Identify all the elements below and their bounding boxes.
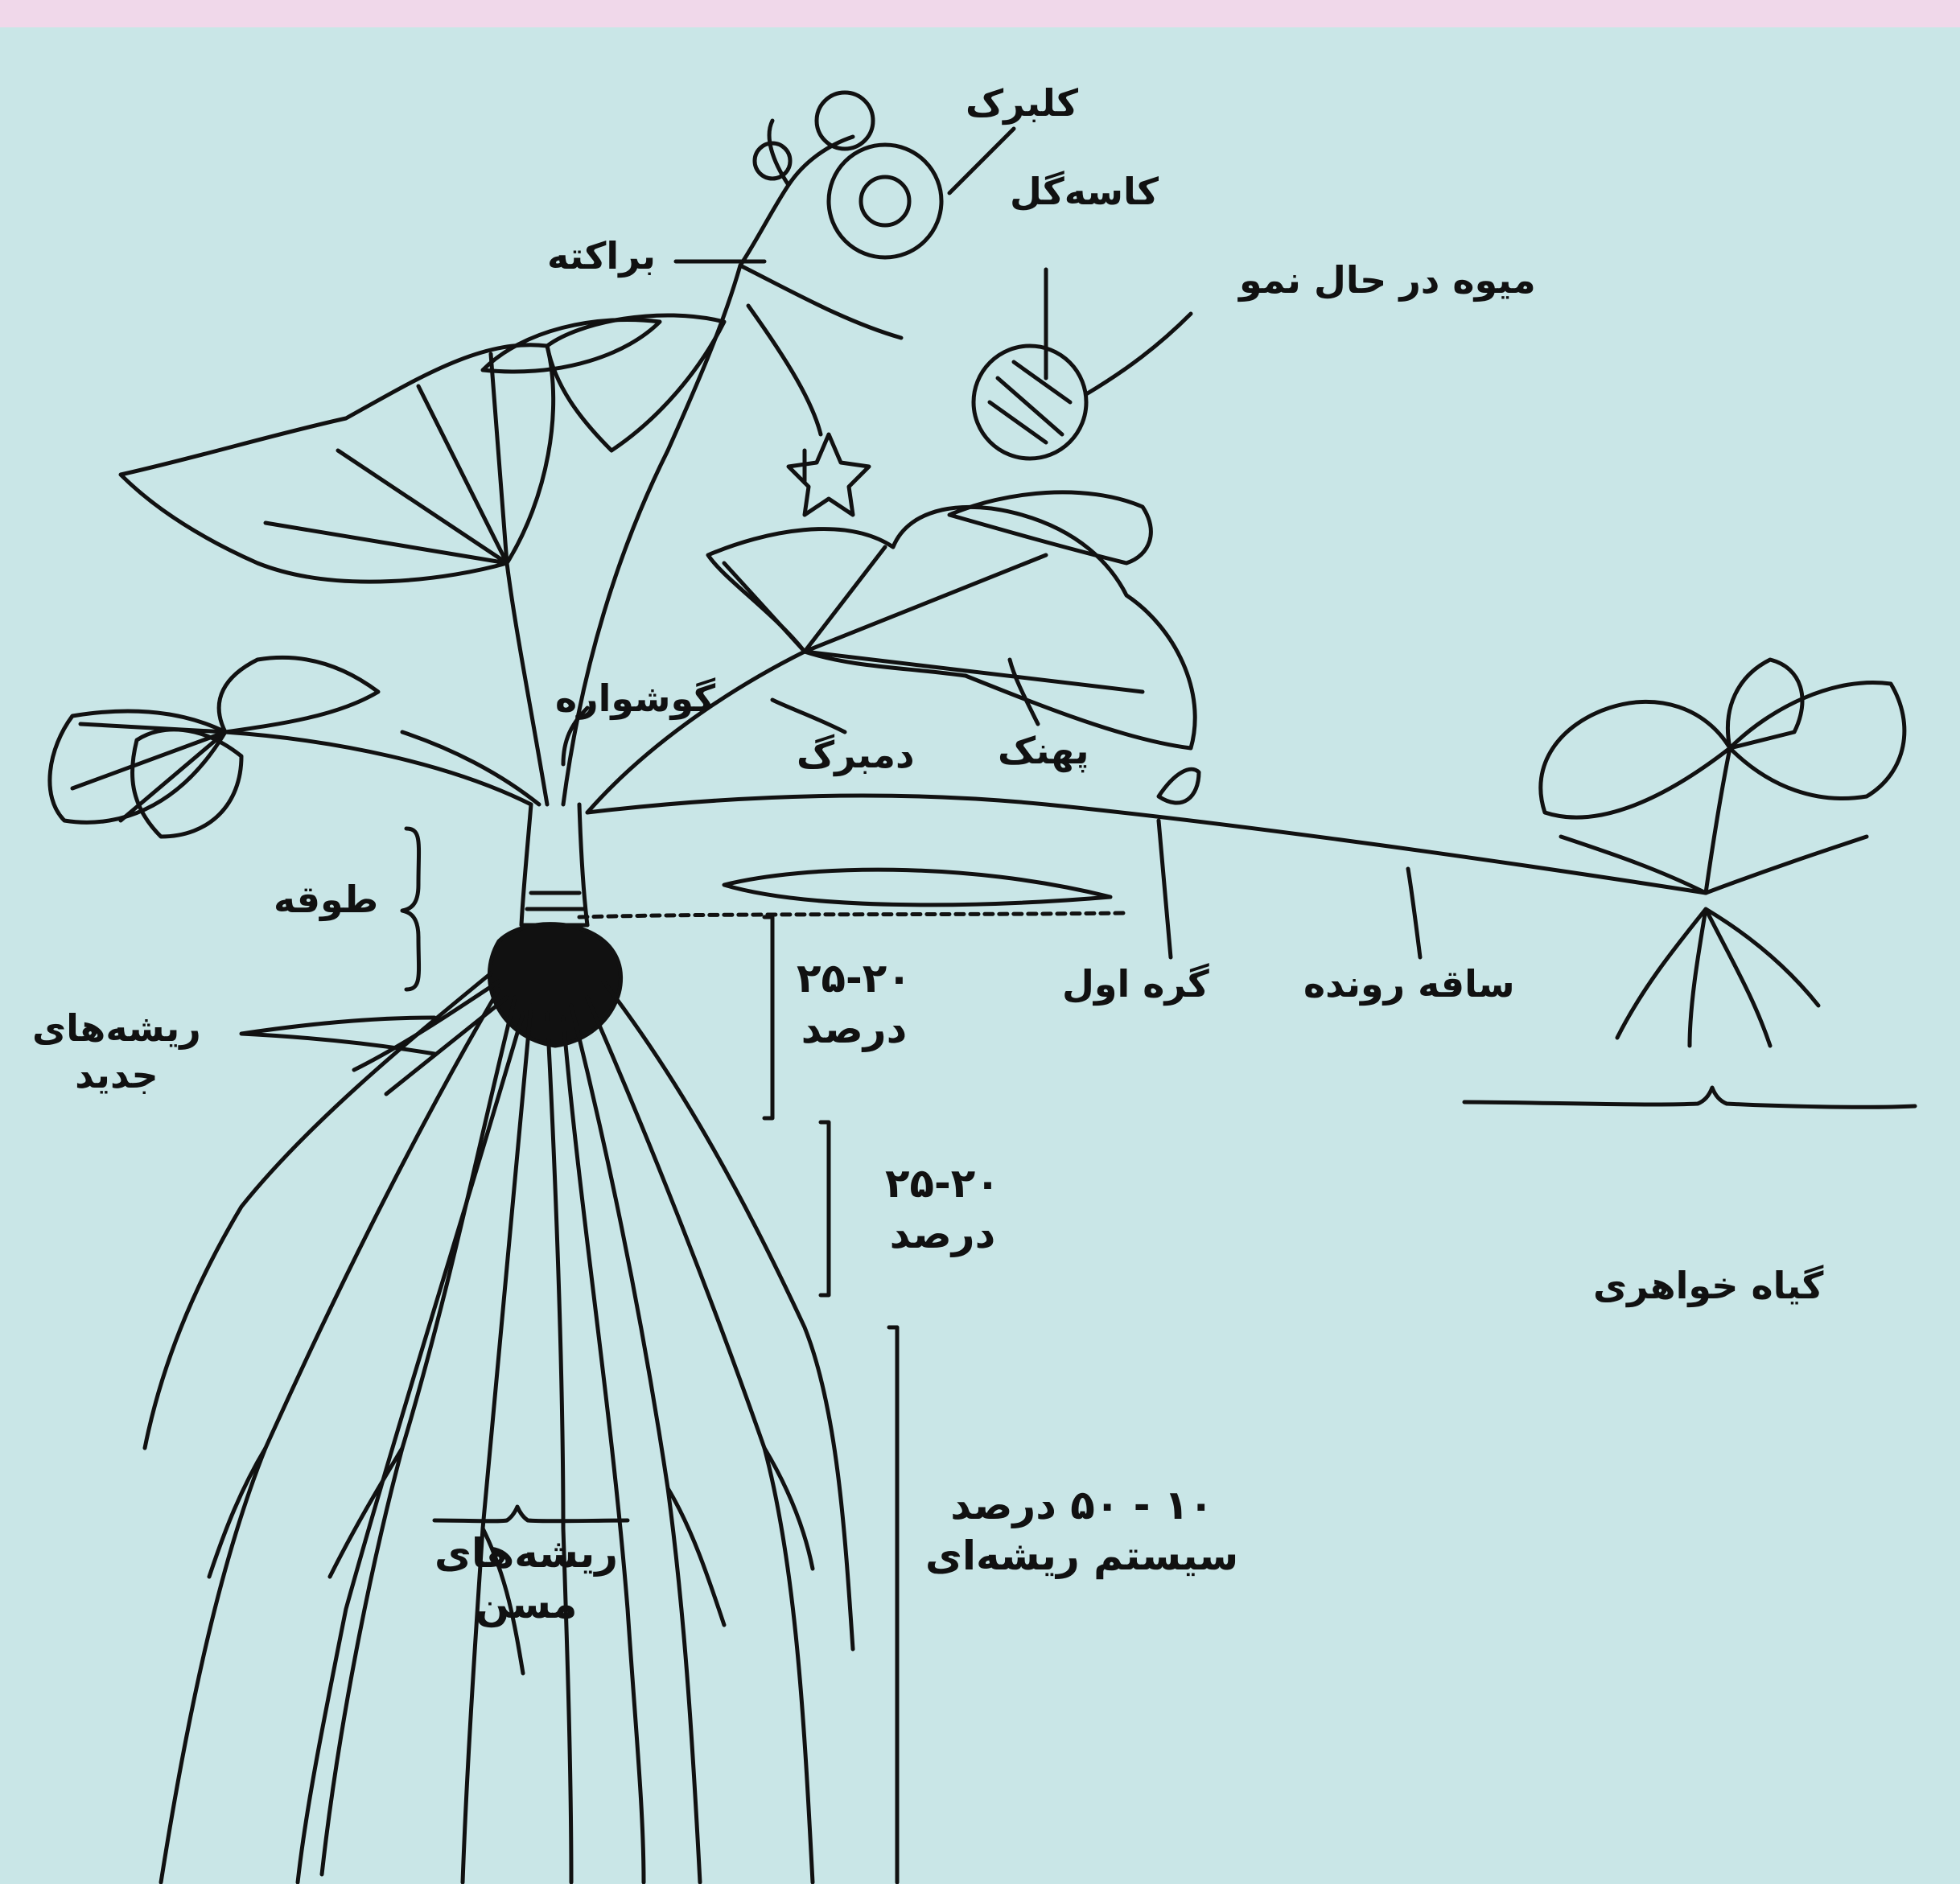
label-stipule: گوشواره: [555, 676, 715, 722]
leaf-left-small-2: [219, 657, 378, 732]
daughter-plant: [1541, 660, 1904, 1046]
leaf-upper-left: [121, 345, 554, 582]
label-new-roots-line1: ریشه‌های: [32, 1006, 201, 1052]
label-old-roots-line1: ریشه‌های: [434, 1528, 618, 1579]
label-percent-1-unit: درصد: [797, 1004, 912, 1055]
label-old-roots-line2: مسن: [434, 1579, 618, 1630]
main-roots: [145, 973, 853, 1882]
label-petal: کلبرک: [966, 80, 1078, 127]
pointer-fruit: [1086, 314, 1191, 394]
label-old-roots: ریشه‌های مسن: [434, 1528, 618, 1629]
pointer-petiole: [772, 700, 845, 732]
label-blade: پهنک: [998, 728, 1089, 775]
label-bract: براکته: [547, 233, 656, 280]
pointer-petal: [949, 129, 1014, 193]
label-calyx: کاسه‌گل: [1010, 169, 1159, 216]
flower: [829, 145, 941, 257]
label-crown: طوقه: [274, 877, 378, 923]
bracket-2: [821, 1122, 829, 1295]
bracket-1: [764, 917, 772, 1118]
new-roots: [354, 981, 507, 1094]
star-calyx: [789, 434, 869, 515]
label-percent-1: ۲۵-۲۰ درصد: [797, 953, 912, 1054]
crown: [521, 804, 587, 925]
daughter-brace: [1464, 1088, 1915, 1107]
label-percent-2: ۲۵-۲۰ درصد: [885, 1158, 1000, 1259]
crown-bracket: [402, 829, 419, 989]
label-percent-3-value: ۱۰ - ۵۰ درصد: [925, 1480, 1238, 1531]
label-petiole: دمبرگ: [797, 732, 915, 779]
leaf-middle-right-top: [949, 492, 1151, 563]
label-runner: ساقه رونده: [1303, 961, 1515, 1008]
label-percent-2-value: ۲۵-۲۰: [885, 1158, 1000, 1209]
pointer-blade: [1010, 660, 1038, 724]
label-new-roots-line2: جدید: [32, 1052, 201, 1099]
flower-stalk: [740, 121, 901, 434]
label-new-roots: ریشه‌های جدید: [32, 1006, 201, 1098]
label-percent-3-system: سیستم ریشه‌ای: [925, 1531, 1238, 1582]
label-percent-1-value: ۲۵-۲۰: [797, 953, 912, 1004]
label-daughter-plant: گیاه خواهری: [1593, 1263, 1823, 1310]
pointer-first-node: [1159, 821, 1171, 957]
runner-leaf: [724, 870, 1110, 905]
first-node: [1159, 769, 1199, 803]
label-first-node: گره اول: [1062, 961, 1209, 1008]
label-developing-fruit: میوه در حال نمو: [1239, 257, 1536, 304]
label-percent-2-unit: درصد: [885, 1209, 1000, 1260]
pointer-runner: [1408, 869, 1420, 957]
soil-line: [579, 913, 1126, 917]
label-percent-3: ۱۰ - ۵۰ درصد سیستم ریشه‌ای: [925, 1480, 1238, 1581]
old-roots-brace: [434, 1507, 628, 1521]
pointer-new-roots: [241, 1018, 434, 1054]
bracket-3: [889, 1327, 897, 1882]
